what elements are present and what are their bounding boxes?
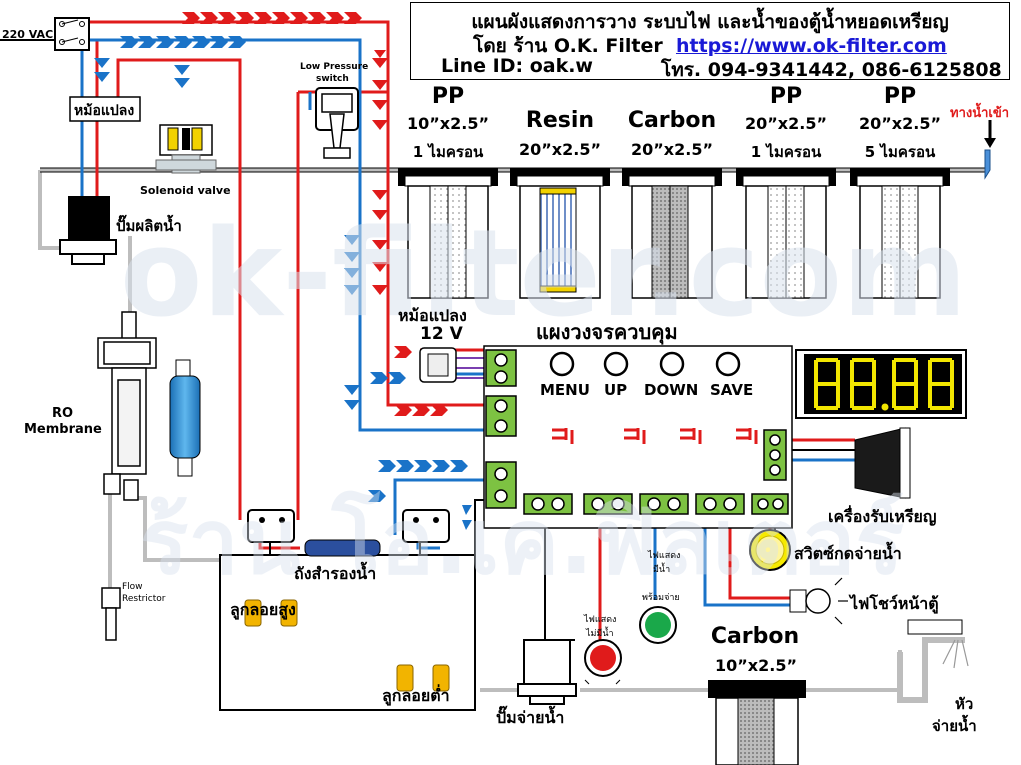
watermark-shop: ร้าน โอ.เค.ฟิลเตอร์ bbox=[140, 490, 904, 595]
ro-membrane bbox=[97, 311, 157, 641]
filter-pp-20-1 bbox=[736, 168, 836, 299]
flow-restrictor-label-2: Restrictor bbox=[122, 594, 166, 604]
header-phone: โทร. 094-9341442, 086-6125808 bbox=[661, 59, 1002, 81]
transformer-label: หม้อแปลง bbox=[74, 103, 135, 119]
header-shop-prefix: โดย ร้าน O.K. Filter bbox=[473, 35, 663, 57]
filter-1-type: PP bbox=[431, 84, 465, 109]
up-button-label: UP bbox=[604, 381, 628, 399]
12v-wires bbox=[455, 357, 484, 379]
dispense-pump-label: ปั๊มจ่ายน้ำ bbox=[496, 708, 565, 727]
seven-seg-display bbox=[795, 349, 967, 419]
display-dot bbox=[881, 403, 889, 411]
filter-pp-10 bbox=[398, 168, 498, 299]
watermark-domain: ok-filter.com bbox=[120, 205, 968, 344]
tank-label: ถังสำรองน้ำ bbox=[294, 564, 377, 583]
post-carbon-type: Carbon bbox=[710, 624, 800, 649]
filter-housings bbox=[398, 168, 950, 299]
float-switches bbox=[244, 599, 450, 692]
led-ready-label-3: พร้อมจ่าย bbox=[642, 593, 680, 603]
main-switch bbox=[54, 17, 90, 51]
post-carbon-size: 10”x2.5” bbox=[715, 656, 797, 675]
led-empty-label-2: ไม่มีน้ำ bbox=[586, 629, 614, 639]
filter-4-size: 20”x2.5” bbox=[745, 114, 827, 133]
vac-label: 220 VAC bbox=[2, 28, 54, 41]
ro-label-1: RO bbox=[52, 406, 74, 421]
booster-pump bbox=[59, 196, 117, 265]
coin-acceptor-label: เครื่องรับเหรียญ bbox=[828, 507, 937, 526]
coin-acceptor bbox=[854, 427, 911, 499]
dispense-pump bbox=[517, 639, 577, 705]
nozzle-label-2: จ่ายน้ำ bbox=[932, 717, 977, 735]
filter-carbon bbox=[622, 168, 722, 299]
filter-4-micron: 1 ไมครอน bbox=[750, 143, 822, 161]
solenoid-label: Solenoid valve bbox=[140, 184, 231, 197]
transformer-12v-label-1: หม้อแปลง bbox=[398, 306, 467, 325]
low-pressure-label-2: switch bbox=[316, 74, 349, 84]
water-inlet-label: ทางน้ำเข้า bbox=[950, 106, 1010, 121]
menu-button-label: MENU bbox=[540, 381, 590, 399]
led-ready bbox=[639, 606, 677, 644]
led-empty-label-1: ไฟแสดง bbox=[584, 615, 617, 625]
nozzle-label-1: หัว bbox=[955, 695, 974, 713]
inlet-arrow-icon bbox=[984, 120, 996, 180]
front-light bbox=[789, 577, 848, 625]
flow-restrictor-label-1: Flow bbox=[122, 582, 143, 592]
down-button-label: DOWN bbox=[644, 381, 699, 399]
filter-2-type: Resin bbox=[525, 108, 595, 133]
filter-5-type: PP bbox=[883, 84, 917, 109]
board-relays bbox=[552, 428, 758, 444]
push-switch bbox=[749, 529, 791, 571]
filter-3-type: Carbon bbox=[627, 108, 717, 133]
header-url-link[interactable]: https://www.ok-filter.com bbox=[675, 35, 947, 57]
low-pressure-switch bbox=[315, 87, 359, 159]
led-ready-label-1: ไฟแสดง bbox=[648, 551, 681, 561]
board-buttons bbox=[549, 351, 741, 377]
filter-5-size: 20”x2.5” bbox=[859, 114, 941, 133]
filter-1-micron: 1 ไมครอน bbox=[412, 143, 484, 161]
control-board-label: แผงวงจรควบคุม bbox=[536, 320, 678, 344]
filter-2-size: 20”x2.5” bbox=[519, 140, 601, 159]
flow-chevrons-red bbox=[182, 12, 448, 416]
low-pressure-label-1: Low Pressure bbox=[300, 62, 369, 72]
solenoid-valve bbox=[155, 124, 217, 174]
float-high-label: ลูกลอยสูง bbox=[230, 600, 296, 619]
filter-resin bbox=[510, 168, 610, 299]
nozzle bbox=[897, 619, 969, 703]
ro-label-2: Membrane bbox=[24, 422, 102, 437]
led-empty bbox=[584, 639, 622, 685]
flow-chevrons-blue bbox=[94, 36, 472, 530]
push-switch-label: สวิตซ์กดจ่ายน้ำ bbox=[794, 544, 902, 563]
front-light-label: ไฟโชว์หน้าตู้ bbox=[850, 594, 939, 613]
booster-pump-label: ปั๊มผลิตน้ำ bbox=[116, 217, 182, 235]
terminal-blocks bbox=[485, 349, 789, 515]
led-ready-label-2: มีน้ำ bbox=[653, 565, 671, 575]
filter-5-micron: 5 ไมครอน bbox=[864, 143, 936, 161]
header-title: แผนผังแสดงการวาง ระบบไฟ และน้ำของตู้น้ำห… bbox=[471, 11, 949, 33]
filter-pp-20-5 bbox=[850, 168, 950, 299]
pressure-tank bbox=[169, 359, 201, 477]
filter-3-size: 20”x2.5” bbox=[631, 140, 713, 159]
header-shop: โดย ร้าน O.K. Filter https://www.ok-filt… bbox=[411, 31, 1009, 61]
transformer-12v bbox=[419, 347, 457, 383]
float-low-label: ลูกลอยต่ำ bbox=[382, 686, 450, 705]
filter-1-size: 10”x2.5” bbox=[407, 114, 489, 133]
filter-4-type: PP bbox=[769, 84, 803, 109]
header-box: แผนผังแสดงการวาง ระบบไฟ และน้ำของตู้น้ำห… bbox=[410, 2, 1010, 81]
transformer-box bbox=[69, 96, 141, 122]
header-line-id: Line ID: oak.w bbox=[441, 55, 593, 77]
save-button-label: SAVE bbox=[710, 381, 754, 399]
filter-post-carbon bbox=[708, 680, 806, 765]
transformer-12v-label-2: 12 V bbox=[420, 324, 463, 344]
